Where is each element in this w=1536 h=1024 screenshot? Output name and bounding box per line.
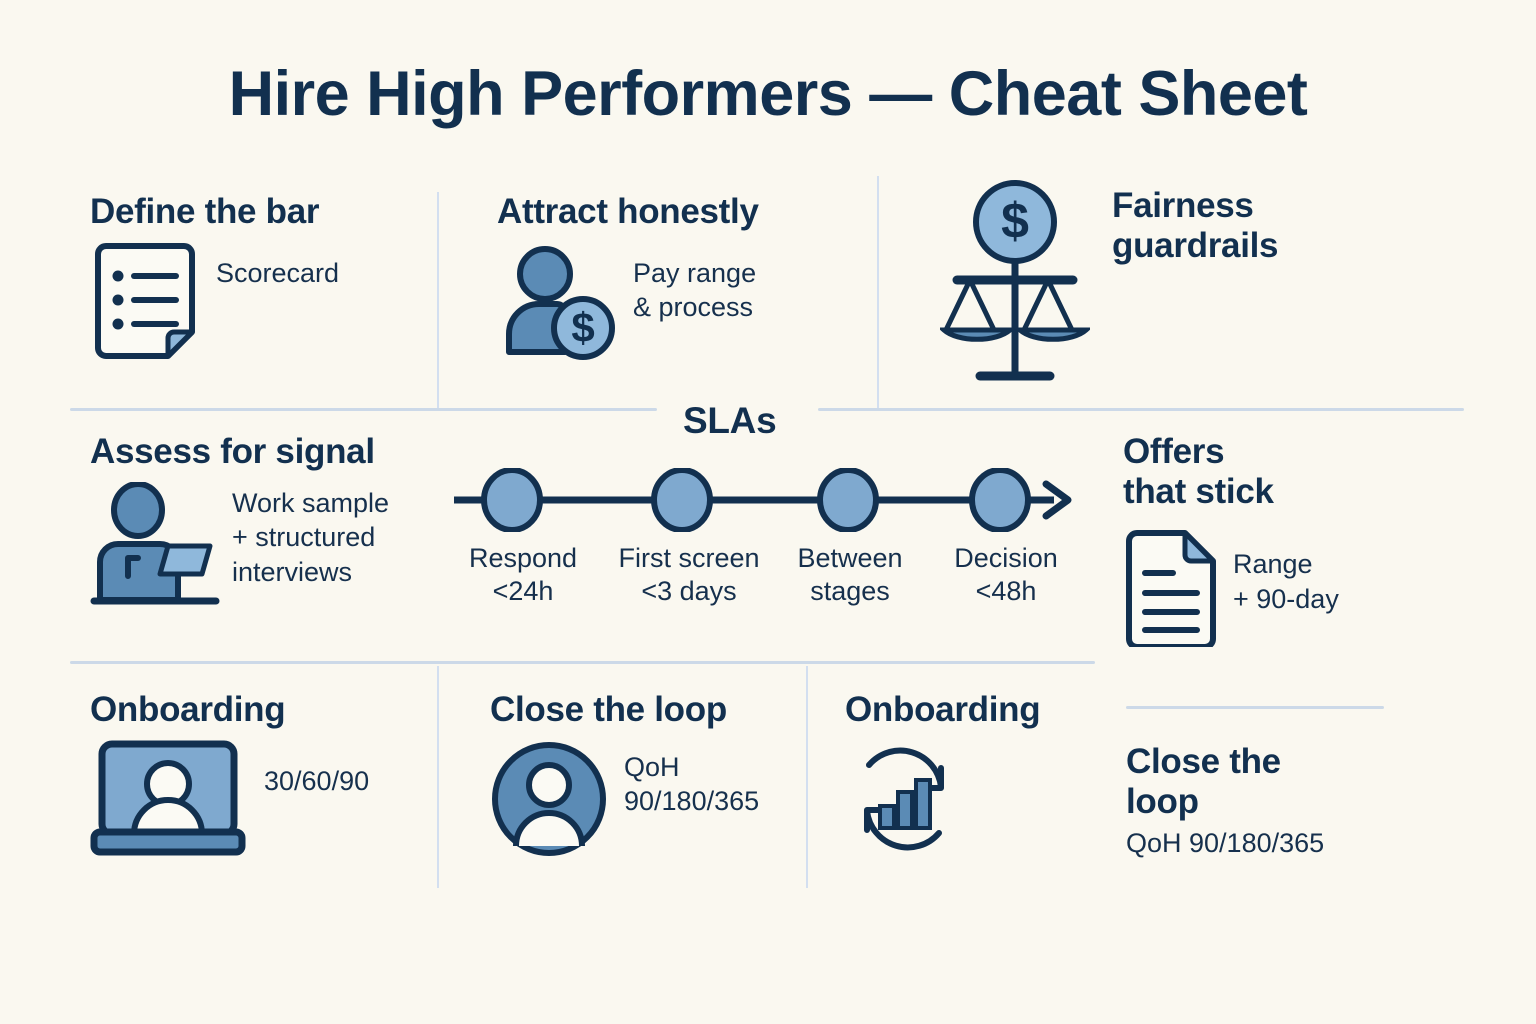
sla-heading: SLAs	[683, 400, 777, 441]
card-title-offers-that-stick: Offers that stick	[1123, 432, 1274, 511]
card-note-close-the-loop-mid: QoH 90/180/365	[624, 751, 760, 817]
card-offers-that-stick: Offers that stick Range + 90-day	[1123, 432, 1523, 651]
monitor-person-icon	[90, 740, 246, 856]
sla-step-labels: Respond <24h First screen <3 days Betwee…	[442, 542, 1102, 608]
card-title-fairness-guardrails: Fairness guardrails	[1112, 186, 1279, 265]
card-title-close-the-loop-mid: Close the loop	[490, 690, 727, 729]
card-note-assess-for-signal: Work sample + structured interviews	[232, 487, 390, 587]
card-note-onboarding-left: 30/60/90	[264, 765, 370, 796]
card-fairness-guardrails: $ Fairness guardrails	[937, 180, 1410, 390]
card-note-define-the-bar: Scorecard	[216, 257, 340, 288]
sla-step-0: Respond <24h	[468, 543, 578, 606]
offer-document-icon	[1123, 529, 1219, 651]
card-title-attract-honestly: Attract honestly	[497, 192, 759, 231]
divider-vertical-bottom-2	[806, 666, 808, 888]
card-close-the-loop-right: Close the loop QoH 90/180/365	[1126, 742, 1506, 861]
card-onboarding-left: Onboarding 30/60/90	[90, 690, 430, 856]
card-onboarding-mid: Onboarding	[845, 690, 1095, 858]
card-note-close-the-loop-right: QoH 90/180/365	[1126, 828, 1325, 859]
sla-step-2: Between stages	[797, 543, 903, 606]
svg-text:$: $	[571, 304, 594, 351]
sla-step-3: Decision <48h	[954, 543, 1058, 606]
divider-vertical-top-2	[877, 176, 879, 410]
cycle-bar-chart-icon	[845, 740, 963, 858]
scorecard-document-icon	[90, 242, 200, 362]
divider-vertical-top-1	[437, 192, 439, 410]
person-at-laptop-icon	[90, 480, 220, 612]
card-close-the-loop-mid: Close the loop QoH 90/180/365	[490, 690, 810, 858]
card-attract-honestly: Attract honestly $ Pay range & process	[497, 192, 857, 362]
divider-horizontal-row2	[70, 661, 1095, 664]
card-title-close-the-loop-right: Close the loop	[1126, 742, 1281, 821]
sla-timeline	[450, 467, 1090, 537]
card-title-assess-for-signal: Assess for signal	[90, 432, 375, 471]
card-title-onboarding-left: Onboarding	[90, 690, 286, 729]
avatar-circle-icon	[490, 740, 608, 858]
card-define-the-bar: Define the bar Scorecard	[90, 192, 430, 362]
card-assess-for-signal: Assess for signal Work sample + structur…	[90, 432, 440, 612]
card-title-define-the-bar: Define the bar	[90, 192, 320, 231]
divider-horizontal-row1-right	[818, 408, 1464, 411]
svg-text:$: $	[1001, 193, 1029, 249]
balance-scale-with-dollar-icon: $	[937, 180, 1093, 390]
page-title: Hire High Performers — Cheat Sheet	[228, 59, 1308, 129]
divider-horizontal-row1-left	[70, 408, 657, 411]
sla-step-1: First screen <3 days	[618, 543, 760, 606]
card-title-onboarding-mid: Onboarding	[845, 690, 1041, 729]
card-note-offers-that-stick: Range + 90-day	[1233, 549, 1339, 614]
divider-horizontal-right-column	[1126, 706, 1384, 709]
divider-vertical-bottom-1	[437, 666, 439, 888]
card-note-attract-honestly: Pay range & process	[633, 257, 757, 323]
person-with-dollar-coin-icon: $	[497, 242, 617, 362]
